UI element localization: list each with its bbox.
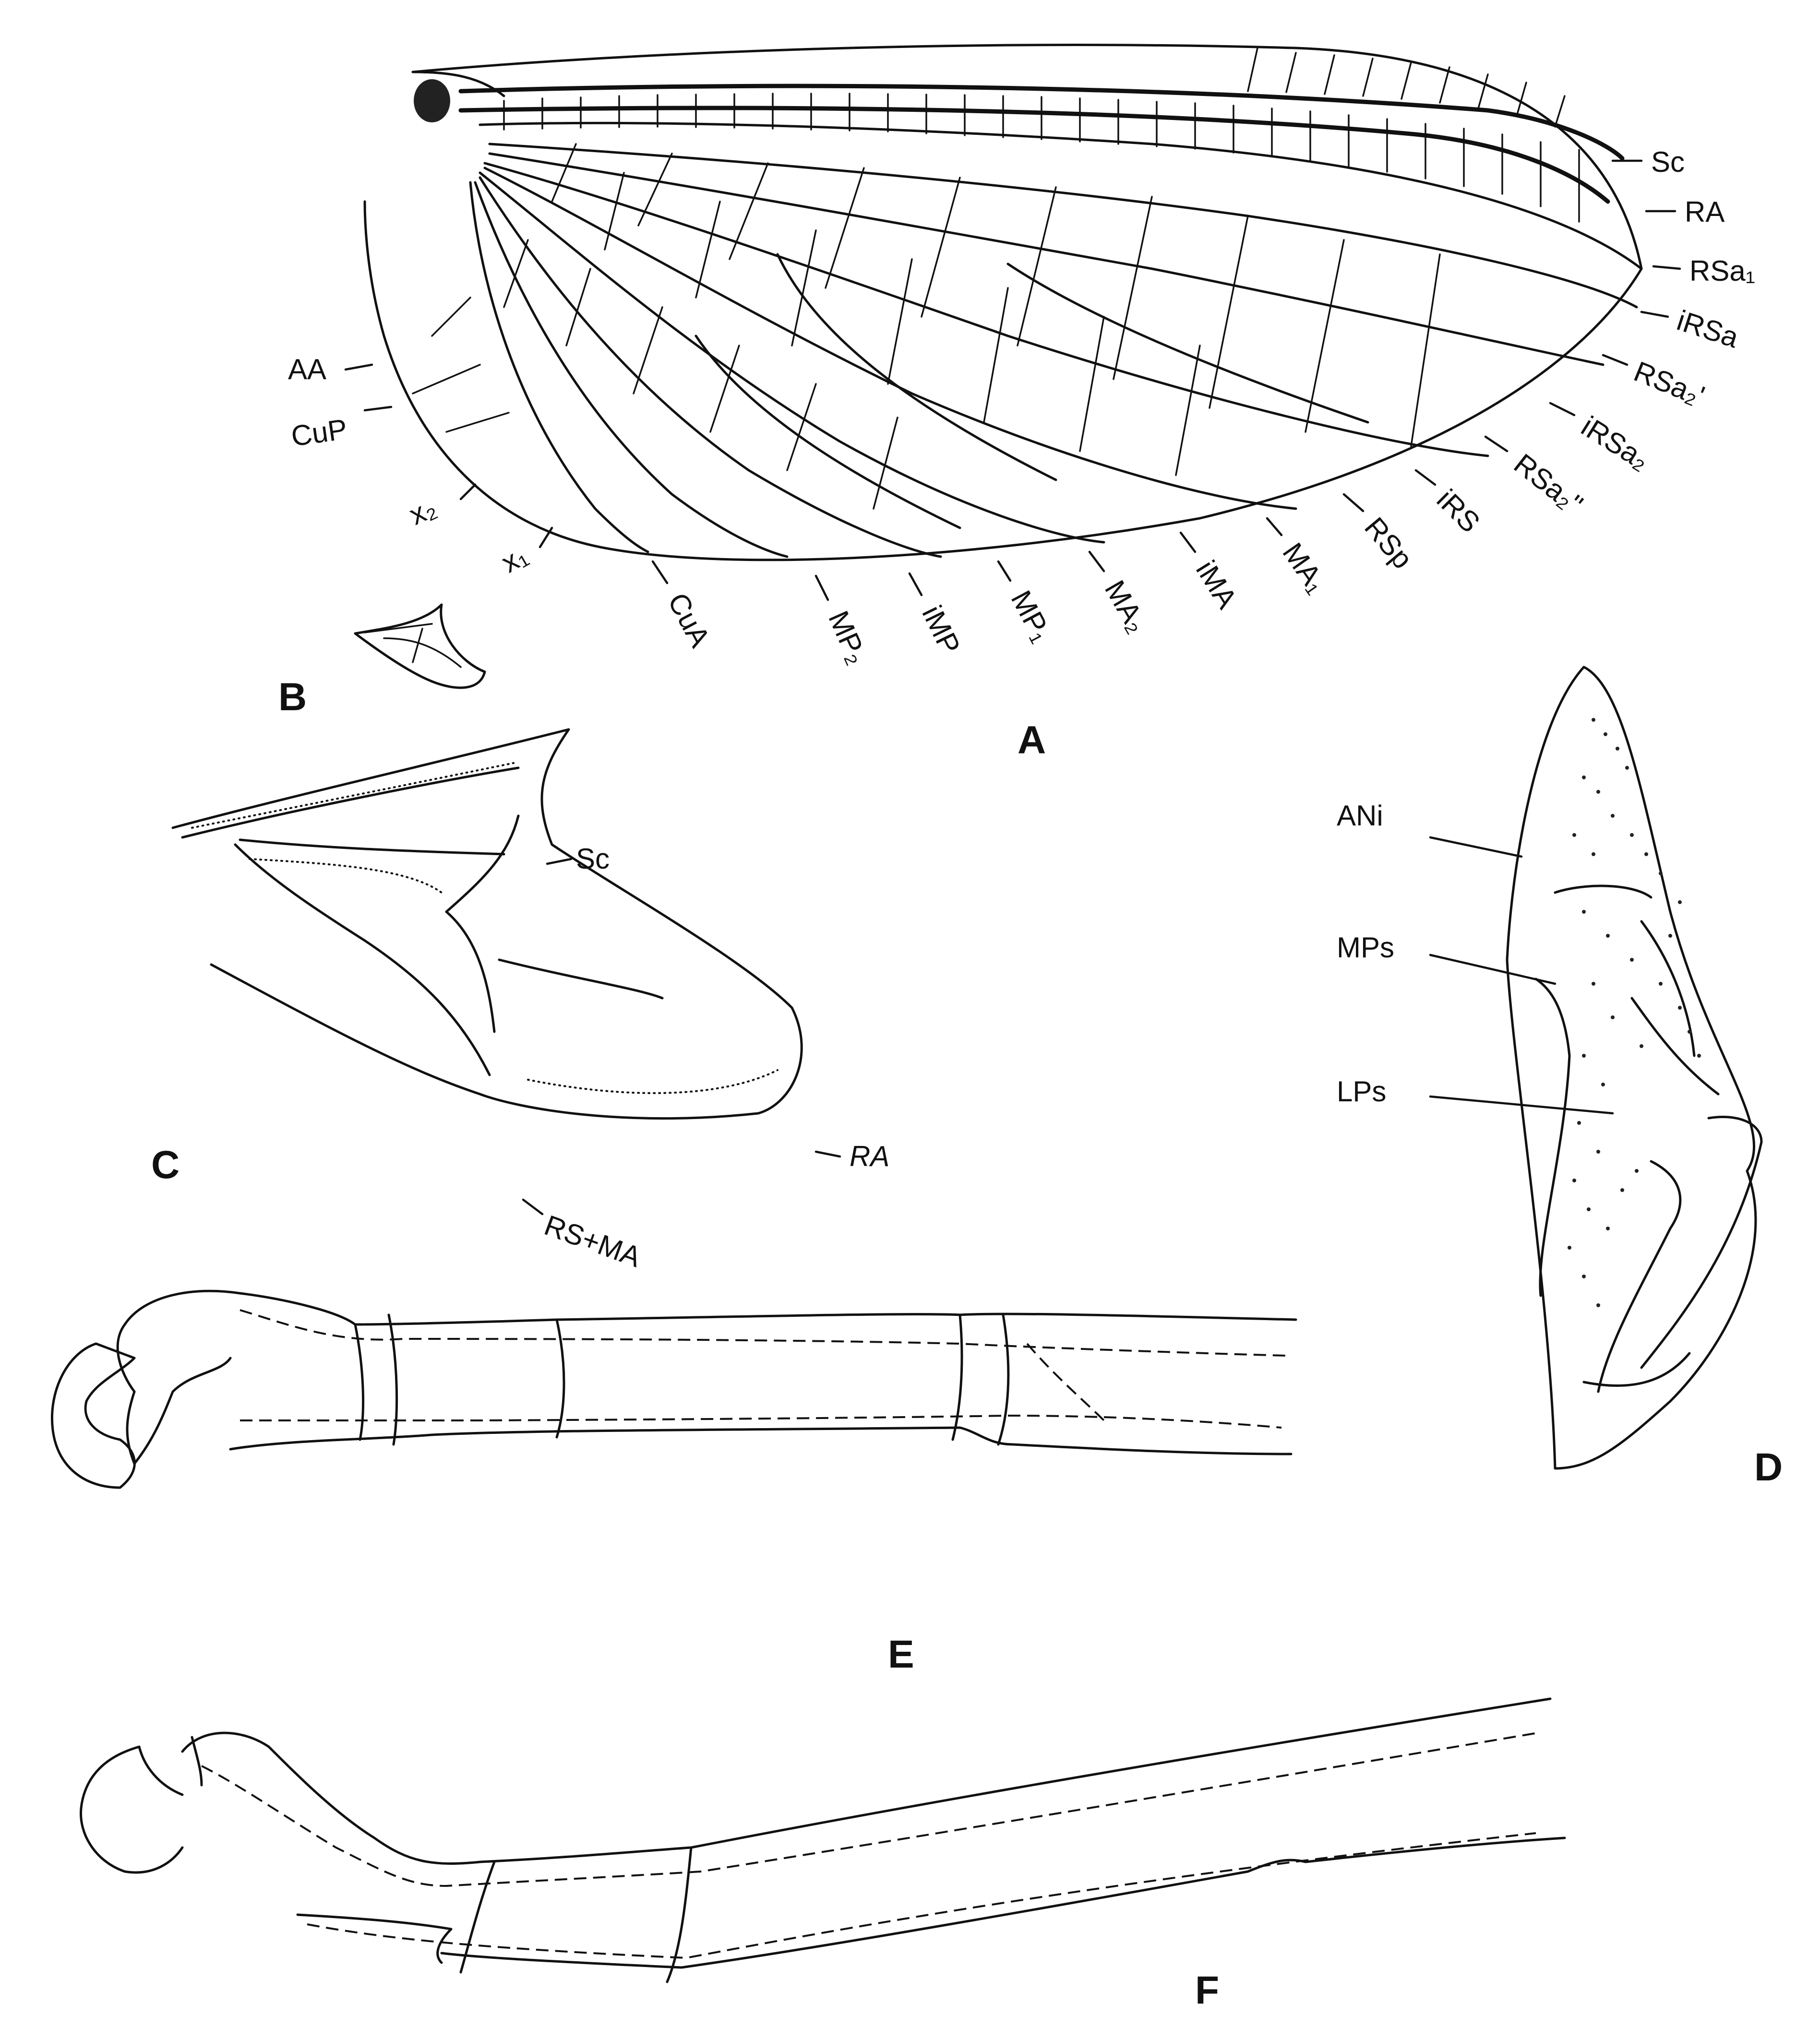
panel-label-e: E [888,1633,914,1676]
label-mp2: MP₂ [822,606,874,669]
label-ma1: MA₁ [1276,537,1333,599]
label-irsa2: iRSa₂ [1576,410,1655,476]
label-x2: x₂ [404,491,441,531]
label-rsp: RSp [1358,511,1419,574]
label-mps: MPs [1337,931,1394,964]
panel-label-d: D [1754,1445,1783,1489]
label-c-rs-ma: RS+MA [540,1209,646,1273]
panel-label-b: B [278,675,307,719]
label-lps: LPs [1337,1075,1386,1108]
label-c-sc: Sc [576,843,610,875]
genitalia-labels: ANi MPs LPs [1337,799,1614,1115]
label-imp: iMP [916,600,967,659]
genitalia-stipple [1568,718,1701,1307]
label-cup: CuP [289,413,349,453]
crossveins [412,47,1580,510]
label-rsa2-prime: RSa₂' [1629,355,1709,412]
panel-label-c: C [151,1143,180,1187]
label-ma2: MA₂ [1099,575,1154,638]
label-mp1: MP₁ [1005,585,1058,647]
label-ra: RA [1685,196,1724,228]
forewing-drawing [363,44,1643,561]
hindwing-enlarged-drawing [171,728,803,1120]
forewing-labels: Sc RA RSa₁ iRSa RSa₂' iRSa₂ RSa₂" iRS RS… [288,146,1755,669]
label-c-ra: RA [850,1140,889,1172]
panel-label-a: A [1018,718,1046,762]
leg-f-drawing [80,1697,1566,1983]
wing-base-sclerite [414,79,450,122]
label-irs: iRS [1431,483,1486,539]
label-rsa1: RSa₁ [1689,255,1755,287]
label-sc: Sc [1651,146,1685,178]
label-ani: ANi [1337,799,1383,832]
leg-e-drawing [51,1289,1297,1489]
label-aa: AA [288,353,326,385]
genitalia-drawing [1506,666,1763,1470]
label-ima: iMA [1190,555,1244,614]
label-irsa: iRSa [1673,304,1743,354]
hindwing-small-drawing [354,603,486,689]
label-x1: x₁ [496,539,533,579]
label-rsa2-double-prime: RSa₂" [1508,447,1589,520]
hindwing-enlarged-labels: Sc RA RS+MA [522,843,889,1273]
panel-label-f: F [1195,1968,1219,2012]
label-cua: CuA [662,588,717,653]
